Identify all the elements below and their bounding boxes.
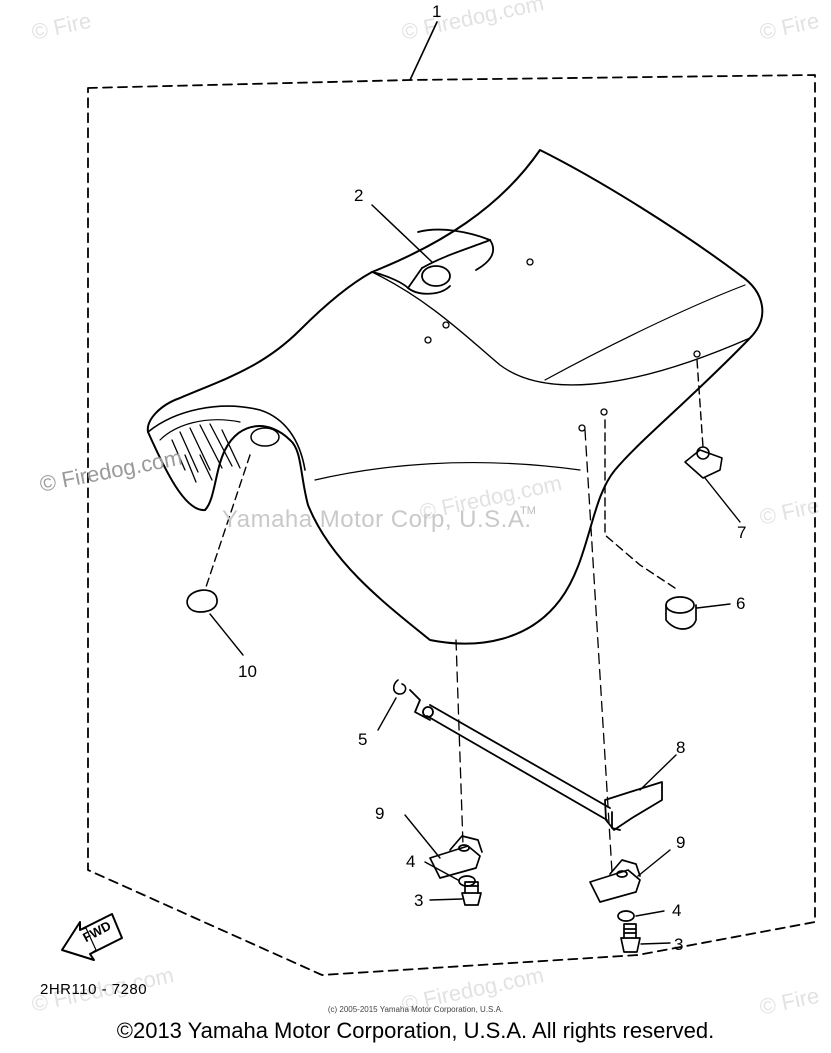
callout-8: 8 <box>676 738 686 757</box>
leader-1 <box>409 21 438 81</box>
leader-10 <box>209 613 244 656</box>
callout-9-left: 9 <box>375 804 385 823</box>
assembly-line-right <box>584 429 613 873</box>
seat-holes <box>424 258 701 432</box>
callout-2: 2 <box>354 186 364 205</box>
callout-9-right: 9 <box>676 833 686 852</box>
assembly-boundary <box>87 74 816 976</box>
callout-1: 1 <box>432 2 442 21</box>
fwd-arrow <box>61 913 123 961</box>
copyright-footer: ©2013 Yamaha Motor Corporation, U.S.A. A… <box>116 1018 715 1043</box>
small-copyright: (c) 2005-2015 Yamaha Motor Corporation, … <box>327 1005 504 1014</box>
leader-2 <box>371 204 433 263</box>
watermark-tm: TM <box>520 505 536 517</box>
bracket-9-left <box>429 835 483 879</box>
bracket-9-right <box>589 859 641 903</box>
leader-10-top <box>204 454 251 591</box>
damper-6 <box>665 596 697 630</box>
seat-side-line <box>314 461 581 481</box>
leader-5 <box>377 697 397 731</box>
callout-10: 10 <box>238 662 257 681</box>
watermark-yamaha-corp: Yamaha Motor Corp, U.S.A. <box>222 506 532 533</box>
leader-3-left <box>429 898 463 901</box>
callout-4-right: 4 <box>672 901 682 920</box>
clip-7 <box>684 446 723 479</box>
damper-10 <box>186 589 218 613</box>
seat-front-hole <box>250 427 280 447</box>
leader-3-right <box>640 942 671 945</box>
callout-6: 6 <box>736 594 746 613</box>
seat-front-shading <box>171 423 241 483</box>
washer-4-right <box>617 910 635 922</box>
washer-4-left <box>458 875 476 887</box>
leader-8 <box>639 754 677 791</box>
seat-strap <box>371 228 495 295</box>
seat-front-edge <box>147 405 306 471</box>
callout-3-left: 3 <box>414 891 424 910</box>
callout-3-right: 3 <box>674 935 684 954</box>
bolt-3-right <box>620 923 641 953</box>
spring-clip-5 <box>392 679 407 695</box>
seat-outline <box>146 149 764 645</box>
leader-4-right <box>635 910 665 917</box>
seat-crease <box>544 284 746 381</box>
seat-ridge-line <box>371 271 751 386</box>
diagram-code: 2HR110 - 7280 <box>40 981 148 998</box>
rod-8 <box>409 689 663 831</box>
leader-9-right <box>637 849 671 877</box>
leader-9-left <box>404 814 441 859</box>
leader-4-left <box>424 861 459 881</box>
leader-7 <box>704 477 741 523</box>
seat-front-inner <box>159 419 241 441</box>
leader-6 <box>604 419 679 591</box>
assembly-line-left <box>455 639 464 846</box>
callout-7: 7 <box>737 523 747 542</box>
callout-4-left: 4 <box>406 852 416 871</box>
callout-5: 5 <box>358 730 368 749</box>
leader-7-top <box>696 359 704 448</box>
bolt-3-left <box>461 881 482 906</box>
leader-6-label <box>696 603 731 609</box>
